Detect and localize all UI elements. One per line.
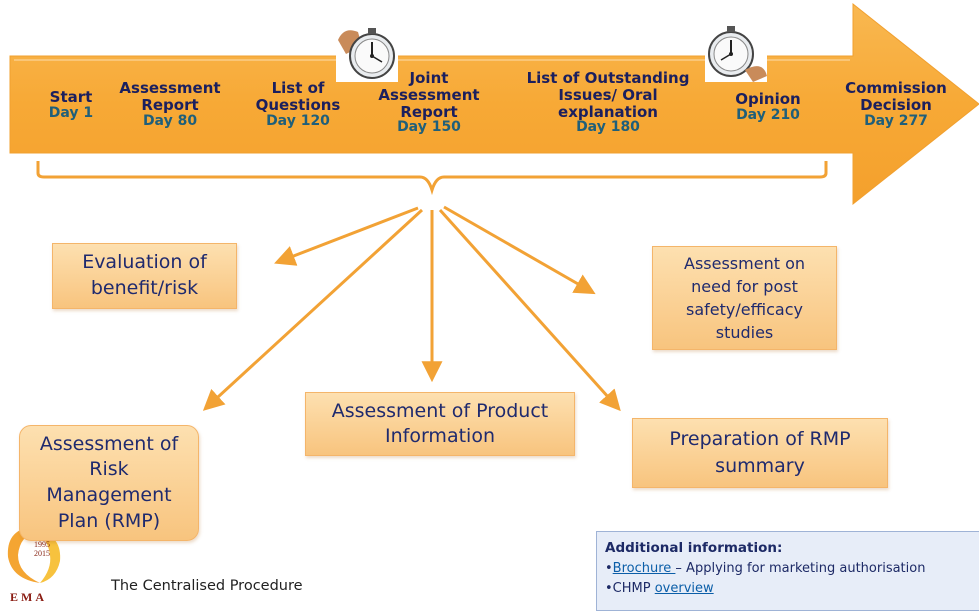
milestone-list-of-questions: List of Questions Day 120 (248, 80, 348, 129)
milestone-list-of-outstanding-issues: List of Outstanding Issues/ Oral explana… (512, 70, 704, 136)
additional-info-heading: Additional information: (605, 540, 783, 556)
chmp-line: •CHMP overview (605, 581, 714, 597)
additional-info-panel: Additional information: •Brochure – Appl… (596, 531, 979, 611)
chmp-overview-link[interactable]: overview (654, 581, 714, 597)
milestone-day: Day 277 (864, 112, 928, 129)
box-label: Assessment of Product Information (331, 400, 549, 447)
stopwatch-icon (336, 20, 398, 82)
logo-text: EMA (10, 590, 47, 604)
milestone-commission-decision: Commission Decision Day 277 (830, 80, 962, 129)
logo-year-bottom: 2015 (34, 548, 50, 558)
arrow-to-rmp-assessment (202, 208, 424, 411)
milestone-title: Assessment Report (119, 79, 221, 114)
milestone-day: Day 80 (142, 112, 198, 129)
box-label: Assessment of Risk Management Plan (RMP) (39, 432, 179, 532)
box-rmp-assessment: Assessment of Risk Management Plan (RMP) (19, 425, 199, 541)
timeline-arrow (9, 2, 979, 206)
brochure-link[interactable]: Brochure (612, 560, 676, 576)
stopwatch-icon (705, 20, 767, 82)
brochure-description: – Applying for marketing authorisation (675, 560, 926, 576)
box-label: Preparation of RMP summary (669, 428, 851, 477)
box-rmp-summary: Preparation of RMP summary (632, 418, 888, 488)
box-product-information: Assessment of Product Information (305, 392, 575, 456)
footer-title: The Centralised Procedure (111, 578, 303, 594)
logo-year-top: 1995 (34, 540, 50, 549)
arrow-to-evaluation (274, 206, 419, 266)
box-evaluation-benefit-risk: Evaluation of benefit/risk (52, 243, 237, 309)
box-label: Assessment on need for post safety/effic… (684, 253, 805, 343)
milestone-day: Day 1 (48, 104, 94, 121)
milestone-title: Start (49, 88, 93, 106)
milestone-day: Day 180 (576, 119, 640, 136)
brochure-line: •Brochure – Applying for marketing autho… (605, 560, 926, 576)
milestone-day: Day 210 (736, 106, 800, 123)
box-label: Evaluation of benefit/risk (82, 251, 207, 299)
milestone-joint-assessment-report: Joint Assessment Report Day 150 (365, 70, 493, 136)
milestone-start: Start Day 1 (40, 89, 102, 121)
milestone-title: Commission Decision (845, 79, 947, 114)
milestone-title: Opinion (735, 90, 801, 108)
milestone-day: Day 120 (266, 112, 330, 129)
milestone-title: List of Outstanding Issues/ Oral explana… (526, 69, 690, 121)
milestone-day: Day 150 (397, 119, 461, 136)
milestone-opinion: Opinion Day 210 (718, 91, 818, 123)
milestone-assessment-report: Assessment Report Day 80 (108, 80, 232, 129)
ema-logo (7, 527, 61, 583)
logo-years: 1995 2015 (34, 540, 50, 559)
timeline-bracket (36, 161, 828, 196)
milestone-title: Joint Assessment Report (378, 69, 480, 121)
arrow-to-rmp-summary (438, 208, 621, 412)
box-post-safety-studies: Assessment on need for post safety/effic… (652, 246, 837, 350)
arrow-to-post-studies (443, 205, 596, 295)
chmp-text: CHMP (612, 581, 655, 597)
milestone-title: List of Questions (255, 79, 341, 114)
